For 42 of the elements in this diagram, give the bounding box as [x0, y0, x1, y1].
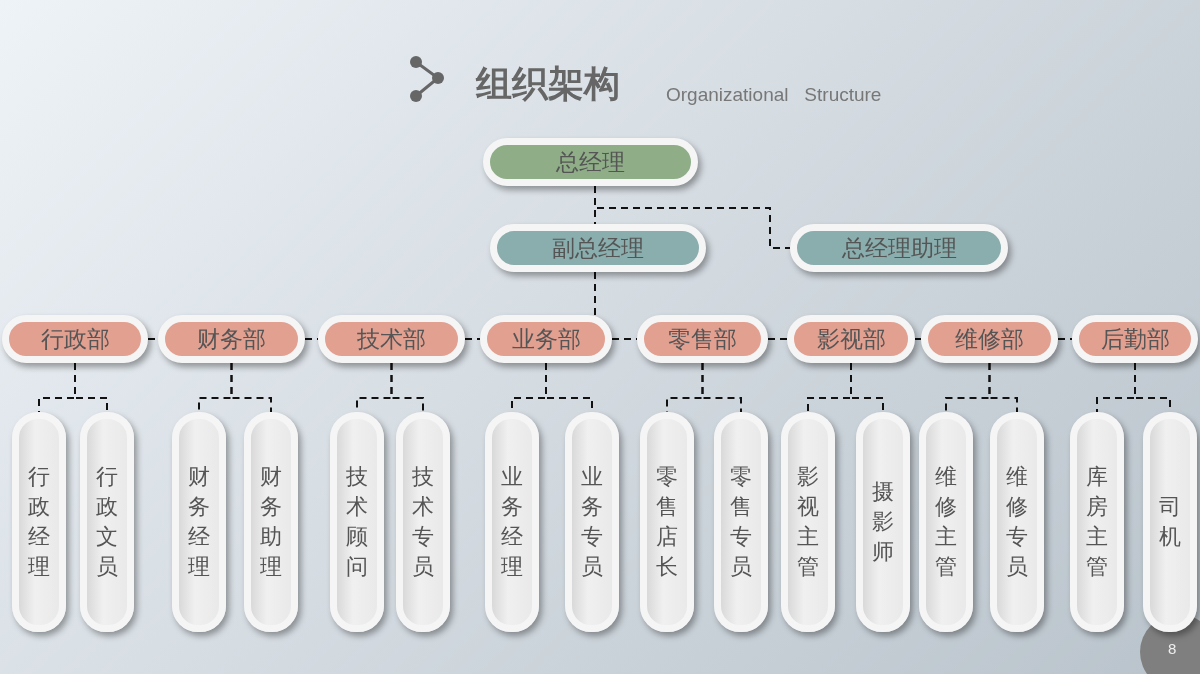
connector-line [914, 338, 922, 340]
position-pill: 技术专员 [396, 412, 450, 632]
page-number: 8 [1168, 640, 1177, 657]
connector-line [390, 362, 424, 413]
position-pill: 维修主管 [919, 412, 973, 632]
title: 组织架构 [476, 62, 620, 106]
connector-line [701, 362, 742, 413]
position-pill: 业务经理 [485, 412, 539, 632]
position-pill: 财务助理 [244, 412, 298, 632]
connector-line [74, 362, 108, 413]
department-pill: 财务部 [158, 315, 305, 363]
department-pill: 后勤部 [1072, 315, 1198, 363]
connector-line [464, 338, 481, 340]
department-pill: 业务部 [480, 315, 612, 363]
subtitle: Organizational Structure [666, 84, 882, 106]
position-pill: 行政经理 [12, 412, 66, 632]
position-pill: 财务经理 [172, 412, 226, 632]
position-pill: 行政文员 [80, 412, 134, 632]
position-pill: 影视主管 [781, 412, 835, 632]
department-pill: 维修部 [921, 315, 1058, 363]
connector-line [988, 362, 1018, 413]
connector-line [594, 185, 791, 249]
connector-line [594, 271, 596, 316]
position-pill: 司机 [1143, 412, 1197, 632]
position-pill: 零售专员 [714, 412, 768, 632]
position-pill: 库房主管 [1070, 412, 1124, 632]
position-pill: 业务专员 [565, 412, 619, 632]
connector-line [850, 362, 884, 413]
position-pill: 摄影师 [856, 412, 910, 632]
department-pill: 技术部 [318, 315, 465, 363]
manager-pill: 总经理助理 [790, 224, 1008, 272]
department-pill: 零售部 [637, 315, 768, 363]
manager-pill: 总经理 [483, 138, 698, 186]
position-pill: 零售店长 [640, 412, 694, 632]
connector-line [1057, 338, 1073, 340]
position-pill: 维修专员 [990, 412, 1044, 632]
department-pill: 行政部 [2, 315, 148, 363]
department-pill: 影视部 [787, 315, 915, 363]
position-pill: 技术顾问 [330, 412, 384, 632]
connector-line [230, 362, 272, 413]
manager-pill: 副总经理 [490, 224, 706, 272]
connector-line [767, 338, 788, 340]
